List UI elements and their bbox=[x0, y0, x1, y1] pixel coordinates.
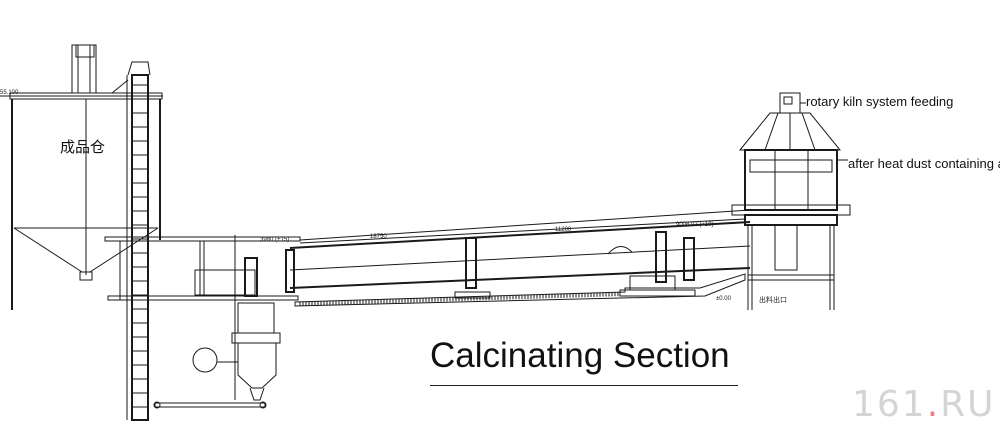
cooler-unit bbox=[153, 302, 281, 409]
dimension-d2: 18750 bbox=[370, 234, 387, 240]
watermark-main: 161 bbox=[852, 384, 927, 425]
support-frame bbox=[104, 235, 301, 400]
dimension-d3: 11200 bbox=[555, 227, 572, 233]
outlet-label: 出料出口 bbox=[759, 297, 787, 304]
watermark-dot: . bbox=[926, 384, 941, 425]
rotary-kiln bbox=[285, 209, 751, 307]
dimension-d4: 9008.02 (+19) bbox=[676, 222, 714, 228]
finished-product-silo bbox=[0, 44, 163, 310]
level-zero: ±0.00 bbox=[716, 296, 731, 302]
bucket-elevator bbox=[111, 61, 151, 421]
dimension-d1: 3980 (+15) bbox=[260, 237, 290, 243]
preheater-tower bbox=[731, 92, 851, 310]
silo-label: 成品仓 bbox=[60, 138, 106, 156]
dust-air-label: after heat dust containing air bbox=[848, 156, 1000, 171]
level-top: 55.100 bbox=[0, 90, 19, 96]
feeding-label: rotary kiln system feeding bbox=[806, 94, 954, 109]
watermark-suffix: RU bbox=[940, 384, 996, 425]
watermark: 161.RU bbox=[852, 384, 996, 425]
section-title: Calcinating Section bbox=[430, 336, 730, 375]
title-underline bbox=[430, 385, 738, 386]
dimension-line bbox=[299, 218, 746, 244]
